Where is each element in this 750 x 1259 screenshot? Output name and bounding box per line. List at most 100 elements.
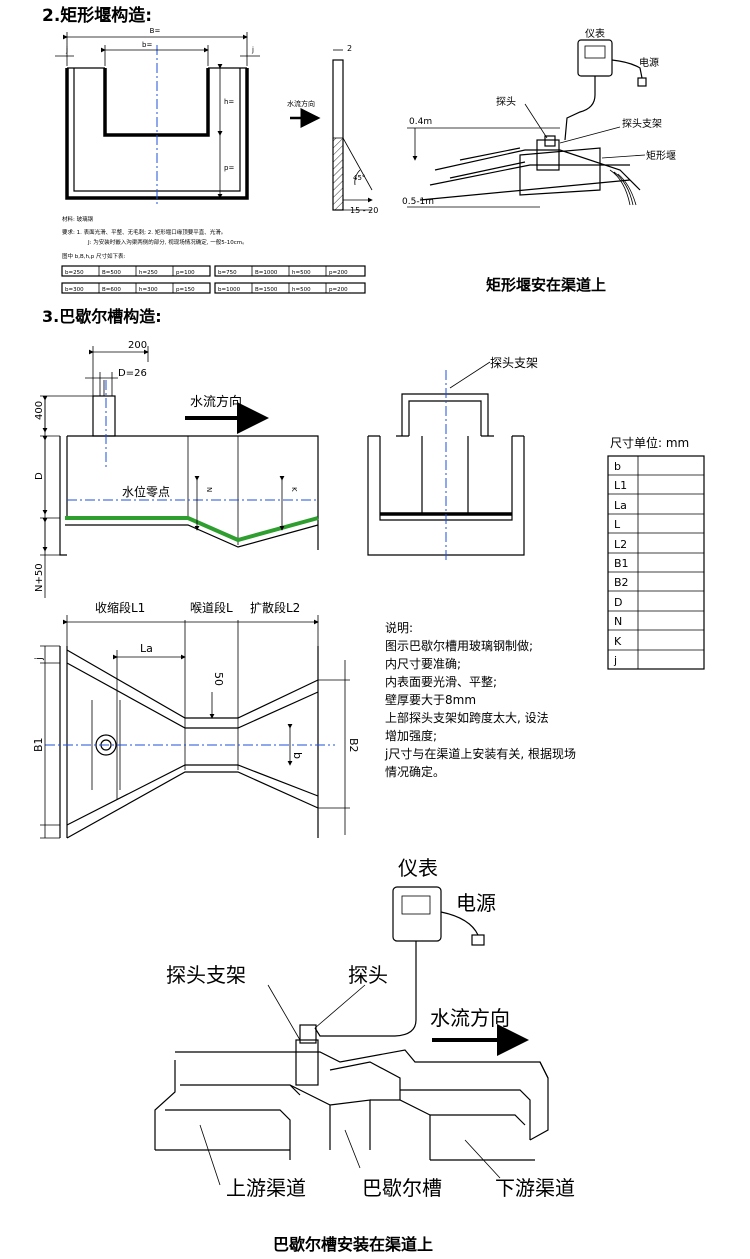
dim-la: La bbox=[140, 642, 153, 655]
parshall-probe-label: 探头 bbox=[348, 963, 388, 987]
expand-label: 扩散段L2 bbox=[250, 600, 300, 615]
dim-200: 200 bbox=[128, 340, 147, 351]
dim-b1: B1 bbox=[32, 737, 45, 752]
section-bracket-label: 探头支架 bbox=[490, 356, 538, 370]
note-line: 壁厚要大于8mm bbox=[385, 692, 476, 707]
parshall-size-table bbox=[607, 455, 705, 670]
table-row: B2 bbox=[614, 576, 629, 589]
note-line: 图示巴歇尔槽用玻璃钢制做; bbox=[385, 638, 533, 653]
parshall-install-view bbox=[154, 886, 549, 1186]
dim-b2: B2 bbox=[347, 738, 360, 753]
section-title-rect-weir: 2.矩形堰构造: bbox=[42, 5, 152, 26]
dim-d: D bbox=[34, 472, 45, 480]
rect-weir-front-view bbox=[55, 32, 260, 205]
dim-d26: D=26 bbox=[118, 368, 147, 379]
section-title-parshall: 3.巴歇尔槽构造: bbox=[42, 307, 162, 326]
dim-B: B= bbox=[150, 27, 161, 35]
table-cell: p=200 bbox=[329, 287, 348, 293]
table-row: B1 bbox=[614, 557, 629, 570]
requirement-1: 要求: 1. 表面光滑、平整、无毛刺; 2. 矩形堰口缘顶要平直、光滑。 bbox=[62, 228, 226, 236]
table-cell: p=150 bbox=[176, 287, 195, 293]
table-row-2: b=300 B=600 h=300 p=150 b=1000 B=1500 h=… bbox=[65, 287, 348, 293]
contract-label: 收缩段L1 bbox=[95, 600, 145, 615]
parshall-install-caption: 巴歇尔槽安装在渠道上 bbox=[273, 1235, 433, 1254]
parshall-meter-label: 仪表 bbox=[398, 856, 438, 880]
table-row: K bbox=[614, 635, 622, 648]
side-thickness: 2 bbox=[347, 44, 352, 53]
parshall-cross-section bbox=[367, 361, 525, 560]
dim-j-right: j bbox=[251, 46, 254, 54]
rect-weir-label: 矩形堰 bbox=[646, 149, 676, 162]
table-cell: B=600 bbox=[102, 287, 121, 293]
table-cell: b=250 bbox=[65, 270, 84, 276]
table-row: L2 bbox=[614, 538, 627, 551]
rect-meter-label: 仪表 bbox=[585, 27, 605, 40]
rect-flow-label: 水流方向 bbox=[287, 99, 315, 108]
parshall-elevation-view bbox=[40, 346, 319, 598]
dim-b: b= bbox=[142, 41, 152, 49]
zero-point-label: 水位零点 bbox=[122, 484, 170, 499]
table-row: b bbox=[614, 460, 621, 473]
parshall-notes: 说明: 图示巴歇尔槽用玻璃钢制做; 内尺寸要准确; 内表面要光滑、平整; 壁厚要… bbox=[384, 620, 576, 779]
parshall-bracket-label: 探头支架 bbox=[166, 963, 246, 987]
dim-bottom-label: 0.5-1m bbox=[402, 197, 434, 207]
table-row: L bbox=[614, 518, 621, 531]
table-cell: h=300 bbox=[139, 287, 158, 293]
dim-n: N bbox=[205, 487, 213, 492]
table-cell: B=1500 bbox=[255, 287, 278, 293]
rect-install-caption: 矩形堰安在渠道上 bbox=[486, 276, 606, 294]
dim-b-throat: b bbox=[291, 752, 304, 759]
range-label: 15 - 20 bbox=[350, 206, 378, 215]
material-note: 材料: 玻璃钢 bbox=[62, 215, 94, 223]
rect-bracket-label: 探头支架 bbox=[622, 117, 662, 130]
note-line: 上部探头支架如跨度太大, 设法 bbox=[385, 710, 549, 725]
requirement-2: J: 为安装时嵌入沟渠两侧的部分, 视现场情况确定, 一般5-10cm。 bbox=[87, 238, 248, 246]
unit-label: 尺寸单位: mm bbox=[610, 435, 689, 450]
table-cell: b=1000 bbox=[218, 287, 241, 293]
dim-n50: N+50 bbox=[34, 563, 45, 592]
table-cell: B=500 bbox=[102, 270, 121, 276]
table-cell: p=100 bbox=[176, 270, 195, 276]
downstream-label: 下游渠道 bbox=[495, 1176, 575, 1200]
table-cell: b=300 bbox=[65, 287, 84, 293]
dim-p: p= bbox=[224, 164, 234, 172]
parshall-flow-label: 水流方向 bbox=[430, 1006, 510, 1030]
rect-probe-label: 探头 bbox=[496, 95, 516, 108]
angle-label: 45° bbox=[353, 174, 365, 182]
table-row: La bbox=[614, 499, 627, 512]
dim-j-left: j bbox=[65, 46, 68, 54]
parshall-flume-label: 巴歇尔槽 bbox=[362, 1176, 442, 1200]
table-row-1: b=250 B=500 h=250 p=100 b=750 B=1000 h=5… bbox=[65, 270, 348, 276]
parshall-power-label: 电源 bbox=[456, 891, 496, 915]
dim-top-label: 0.4m bbox=[409, 117, 432, 127]
table-row: L1 bbox=[614, 479, 627, 492]
note-line: 内尺寸要准确; bbox=[385, 657, 461, 671]
rect-weir-size-table bbox=[61, 265, 366, 294]
table-row: N bbox=[614, 615, 622, 628]
table-cell: b=750 bbox=[218, 270, 237, 276]
rect-weir-side-view bbox=[290, 49, 373, 211]
rect-power-label: 电源 bbox=[639, 56, 659, 69]
table-row: j bbox=[613, 654, 617, 667]
table-cell: B=1000 bbox=[255, 270, 278, 276]
table-intro: 图中 b,B,h,p 尺寸如下表: bbox=[62, 252, 125, 260]
dim-50: 50 bbox=[212, 672, 225, 686]
table-row: D bbox=[614, 596, 622, 609]
dim-400: 400 bbox=[34, 401, 45, 420]
note-line: 情况确定。 bbox=[385, 764, 445, 779]
note-line: 说明: bbox=[385, 620, 413, 635]
elev-flow-label: 水流方向 bbox=[190, 394, 242, 410]
rect-weir-install-view bbox=[407, 39, 647, 208]
note-line: 内表面要光滑、平整; bbox=[385, 674, 497, 689]
dim-k: K bbox=[290, 487, 298, 492]
dim-j: j bbox=[34, 657, 45, 661]
table-cell: p=200 bbox=[329, 270, 348, 276]
upstream-label: 上游渠道 bbox=[226, 1176, 306, 1200]
note-line: 增加强度; bbox=[385, 728, 437, 743]
dim-h: h= bbox=[224, 98, 234, 106]
table-cell: h=500 bbox=[292, 287, 311, 293]
table-cell: h=250 bbox=[139, 270, 158, 276]
throat-label: 喉道段L bbox=[190, 600, 233, 615]
note-line: j尺寸与在渠道上安装有关, 根据现场 bbox=[384, 746, 576, 761]
